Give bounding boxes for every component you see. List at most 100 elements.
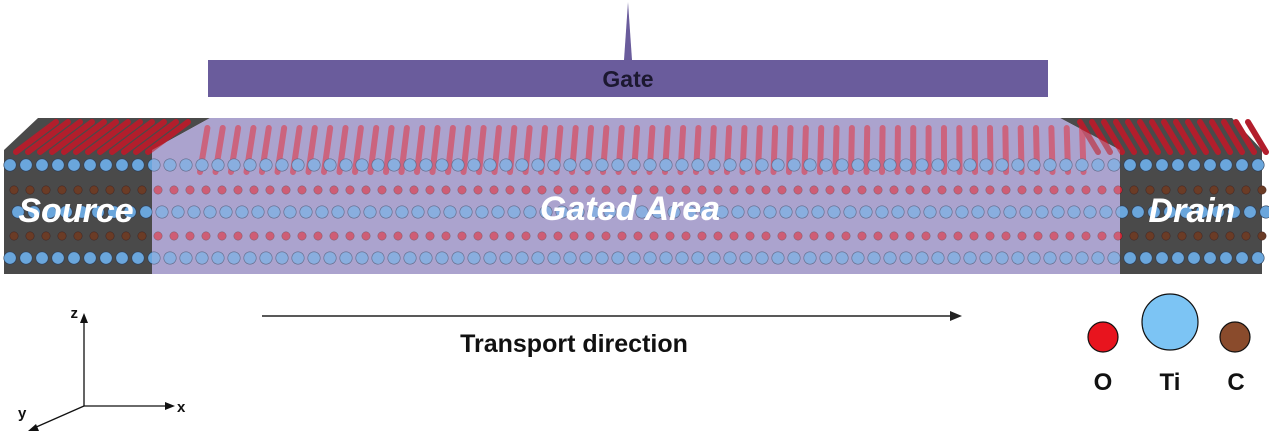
y-axis-label: y: [18, 405, 27, 422]
oxygen-atom: [377, 185, 387, 195]
oxygen-atom: [201, 231, 211, 241]
titanium-atom: [595, 158, 609, 172]
oxygen-rod: [1101, 119, 1125, 155]
titanium-atom: [1027, 158, 1041, 172]
titanium-atom: [851, 158, 865, 172]
titanium-atom: [803, 158, 817, 172]
oxygen-rod: [61, 119, 107, 155]
titanium-atom: [1251, 251, 1265, 265]
titanium-atom: [475, 205, 489, 219]
oxygen-atom: [489, 185, 499, 195]
titanium-atom: [467, 158, 481, 172]
titanium-atom: [179, 251, 193, 265]
titanium-atom: [979, 158, 993, 172]
titanium-atom: [1027, 251, 1041, 265]
titanium-atom: [51, 251, 65, 265]
titanium-atom: [435, 158, 449, 172]
titanium-atom: [83, 251, 97, 265]
oxygen-atom: [537, 231, 547, 241]
oxygen-atom: [937, 185, 947, 195]
titanium-atom: [531, 251, 545, 265]
titanium-atom: [851, 251, 865, 265]
titanium-atom: [235, 205, 249, 219]
titanium-atom: [155, 205, 169, 219]
titanium-atom: [1083, 205, 1097, 219]
titanium-atom: [987, 205, 1001, 219]
oxygen-rod: [1113, 119, 1137, 155]
oxygen-atom: [329, 185, 339, 195]
oxygen-atom: [969, 185, 979, 195]
titanium-atom: [19, 251, 33, 265]
oxygen-atom: [1033, 185, 1043, 195]
transport-label: Transport direction: [460, 330, 688, 358]
oxygen-atom: [953, 185, 963, 195]
titanium-atom: [819, 251, 833, 265]
oxygen-rod: [133, 119, 179, 155]
oxygen-atom: [169, 231, 179, 241]
oxygen-atom: [713, 185, 723, 195]
carbon-atom: [1193, 185, 1203, 195]
oxygen-atom: [249, 231, 259, 241]
atom-lattice: [3, 158, 1269, 265]
gated-area-label: Gated Area: [540, 190, 720, 228]
oxygen-rod: [37, 119, 83, 155]
carbon-atom: [1257, 185, 1267, 195]
oxygen-rod: [429, 125, 441, 175]
titanium-atom: [699, 205, 713, 219]
titanium-atom: [507, 205, 521, 219]
titanium-atom: [963, 158, 977, 172]
titanium-atom: [1259, 205, 1269, 219]
oxygen-rod: [863, 125, 871, 175]
titanium-atom: [1043, 251, 1057, 265]
oxygen-atom: [665, 185, 675, 195]
titanium-atom: [1203, 158, 1217, 172]
z-axis-label: z: [71, 305, 79, 322]
oxygen-atom: [521, 185, 531, 195]
titanium-atom: [339, 158, 353, 172]
oxygen-atom: [793, 185, 803, 195]
oxygen-rod: [1161, 119, 1185, 155]
titanium-atom: [451, 251, 465, 265]
carbon-atom: [1225, 231, 1235, 241]
oxygen-atom: [761, 185, 771, 195]
oxygen-atom: [905, 185, 915, 195]
carbon-atom: [9, 185, 19, 195]
oxygen-atom: [505, 185, 515, 195]
titanium-atom: [403, 251, 417, 265]
oxygen-atom: [985, 185, 995, 195]
oxygen-rod: [848, 125, 855, 175]
carbon-atom: [1145, 185, 1155, 195]
titanium-atom: [1059, 158, 1073, 172]
oxygen-atom: [633, 185, 643, 195]
oxygen-atom: [1017, 185, 1027, 195]
carbon-atom: [1193, 231, 1203, 241]
oxygen-atom: [745, 231, 755, 241]
oxygen-rod: [25, 119, 71, 155]
carbon-atom: [105, 185, 115, 195]
legend-oxygen-label: O: [1094, 369, 1113, 396]
oxygen-atom: [313, 185, 323, 195]
oxygen-atom: [841, 185, 851, 195]
oxygen-atom: [1081, 185, 1091, 195]
oxygen-atom: [921, 231, 931, 241]
oxygen-atom: [1113, 185, 1123, 195]
titanium-atom: [723, 251, 737, 265]
titanium-atom: [715, 205, 729, 219]
titanium-atom: [339, 251, 353, 265]
oxygen-atom: [777, 231, 787, 241]
titanium-atom: [1091, 251, 1105, 265]
titanium-atom: [899, 251, 913, 265]
titanium-atom: [51, 158, 65, 172]
carbon-atom: [57, 185, 67, 195]
titanium-atom: [675, 158, 689, 172]
carbon-atom: [1145, 231, 1155, 241]
titanium-atom: [659, 251, 673, 265]
oxygen-atom: [281, 231, 291, 241]
oxygen-rod: [97, 119, 143, 155]
titanium-atom: [523, 205, 537, 219]
oxygen-rod: [73, 119, 119, 155]
titanium-atom: [483, 251, 497, 265]
source-contact: [4, 118, 210, 274]
oxygen-rod: [414, 125, 426, 175]
titanium-atom: [147, 251, 161, 265]
